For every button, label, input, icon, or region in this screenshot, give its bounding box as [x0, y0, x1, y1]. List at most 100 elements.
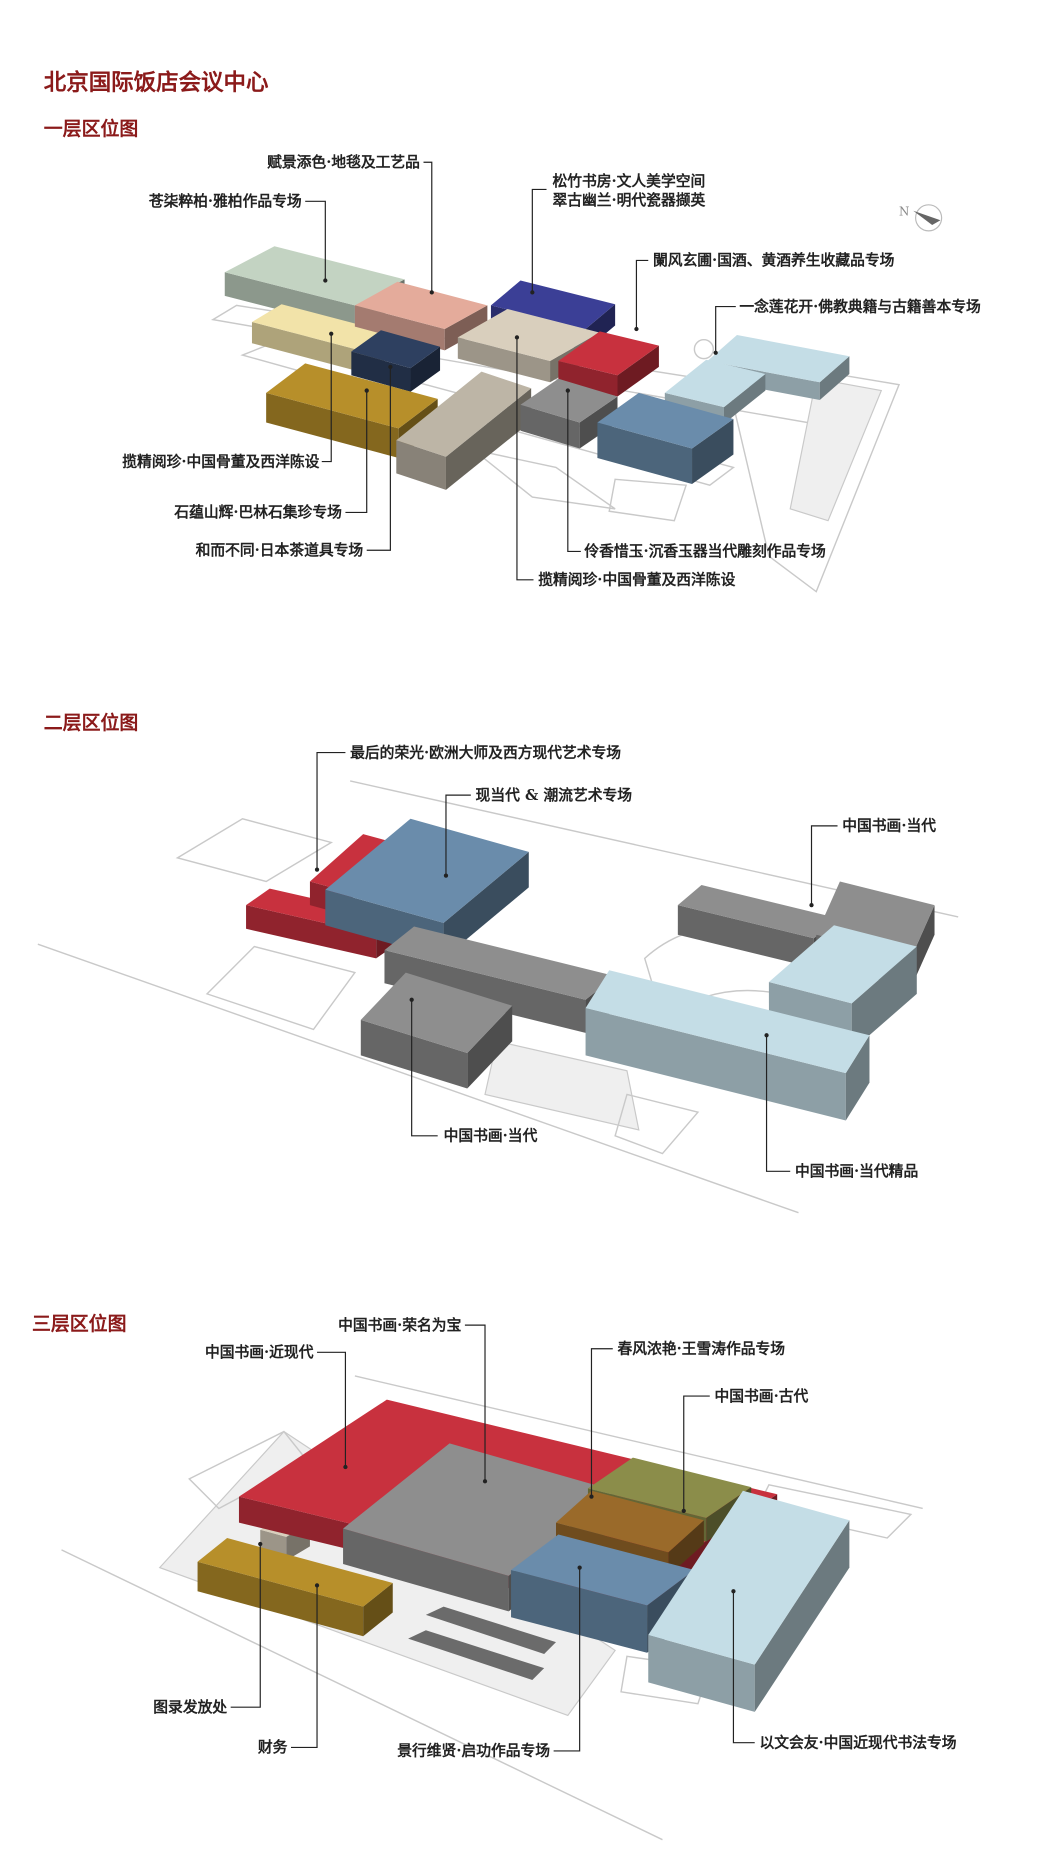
block-top-face	[197, 1538, 393, 1607]
block-top-face	[558, 331, 659, 376]
block-front-face	[384, 950, 586, 1033]
compass-label: N	[899, 204, 909, 218]
block-front-face	[585, 1008, 846, 1121]
floor2-labels: 最后的荣光·欧洲大师及西方现代艺术专场 现当代 & 潮流艺术专场 中国书画·当代…	[350, 743, 936, 1180]
floor3-blocks	[197, 1399, 850, 1712]
block-front-face	[677, 905, 814, 968]
zone-label: 中国书画·近现代	[205, 1343, 314, 1361]
block-top-face	[587, 1457, 752, 1518]
zone-label: 伶香惜玉·沉香玉器当代雕刻作品专场	[583, 542, 826, 560]
zone-label: 中国书画·荣名为宝	[338, 1316, 462, 1334]
zone-label: 苍柒粹柏·雅柏作品专场	[148, 192, 302, 210]
block-side-face	[668, 1520, 704, 1576]
block-side-face	[851, 946, 917, 1051]
block-top-face	[585, 970, 870, 1074]
block-side-face	[845, 1035, 870, 1121]
zone-label: 景行维贤·启功作品专场	[397, 1742, 550, 1760]
block-top-face	[309, 834, 390, 889]
block-side-face	[363, 1582, 393, 1637]
block-front-face	[224, 272, 355, 330]
floor1-labels: 赋景添色·地毯及工艺品 苍柒粹柏·雅柏作品专场 松竹书房·文人美学空间 翠古幽兰…	[122, 153, 981, 589]
zone-label: 中国书画·当代	[842, 817, 936, 835]
floor1-blocks	[224, 246, 850, 490]
block-front-face	[251, 321, 365, 373]
zone-label: 闌风玄圃·国酒、黄酒养生收藏品专场	[653, 251, 895, 269]
block-front-face	[343, 1528, 509, 1612]
zone-label: 翠古幽兰·明代瓷器撷英	[552, 191, 705, 209]
floor2-title: 二层区位图	[44, 711, 139, 734]
zone-label: 和而不同·日本茶道具专场	[196, 541, 364, 559]
zone-label: 以文会友·中国近现代书法专场	[759, 1733, 956, 1751]
floor2-blocks	[246, 818, 935, 1121]
block-front-face	[266, 392, 399, 458]
zone-label: 揽精阅珍·中国骨董及西洋陈设	[122, 452, 319, 470]
block-top-face	[384, 926, 616, 1000]
floor3-title: 三层区位图	[32, 1312, 127, 1335]
block-front-face	[597, 422, 693, 485]
block-side-face	[617, 345, 659, 397]
page-title: 北京国际饭店会议中心	[44, 69, 269, 96]
block-front-face	[351, 351, 411, 392]
block-side-face	[445, 388, 532, 490]
block-front-face	[558, 360, 618, 397]
block-top-face	[768, 925, 917, 1004]
block-side-face	[723, 374, 766, 424]
block-side-face	[410, 346, 441, 392]
zone-label: 中国书画·当代精品	[795, 1162, 918, 1180]
block-top-face	[251, 304, 394, 352]
block-front-face	[520, 404, 580, 449]
zone-label: 中国书画·当代	[444, 1127, 538, 1145]
block-top-face	[677, 885, 838, 939]
block-front-face	[457, 337, 551, 383]
zone-label: 揽精阅珍·中国骨董及西洋陈设	[538, 571, 735, 589]
block-top-face	[266, 363, 438, 429]
block-top-face	[325, 818, 529, 923]
floor2-leaders	[314, 751, 838, 1172]
block-front-face	[354, 305, 445, 351]
zone-label: 财务	[258, 1738, 288, 1756]
zone-label: 石蕴山辉·巴林石集珍专场	[173, 503, 342, 521]
block-side-face	[819, 356, 850, 401]
zone-label: 春风浓艳·王雪涛作品专场	[618, 1339, 786, 1357]
block-top-face	[343, 1443, 616, 1576]
block-top-face	[707, 334, 850, 383]
block-top-face	[648, 1490, 850, 1665]
block-top-face	[490, 280, 616, 330]
floor3-leaders	[230, 1324, 755, 1752]
zone-label: 中国书画·古代	[715, 1387, 809, 1405]
zone-label: 最后的荣光·欧洲大师及西方现代艺术专场	[350, 743, 621, 761]
floor2-plan-outline	[37, 780, 959, 1214]
floor3-labels: 中国书画·荣名为宝 中国书画·近现代 春风浓艳·王雪涛作品专场 中国书画·古代 …	[153, 1316, 957, 1760]
floor1-leaders	[305, 161, 736, 581]
block-top-face	[457, 308, 600, 361]
block-front-face	[246, 905, 377, 959]
block-side-face	[443, 851, 529, 959]
block-front-face	[197, 1561, 364, 1637]
block-side-face	[754, 1520, 850, 1712]
floor3-section: 三层区位图 中国书画·荣名为宝 中国书画·近现代 春风浓艳·王雪涛作品专场	[32, 1312, 957, 1841]
block-top-face	[360, 972, 513, 1054]
block-side-face	[692, 418, 734, 485]
block-top-face	[511, 1534, 695, 1606]
block-top-face	[664, 359, 766, 408]
block-top-face	[555, 1490, 704, 1553]
block-top-face	[520, 378, 618, 423]
north-arrow-icon: N	[899, 204, 943, 232]
block-side-face	[444, 305, 488, 351]
floor2-section: 二层区位图 最后的荣光·欧洲大师及西方现代艺术专场 现当代 & 潮流艺术专场 中…	[37, 711, 959, 1214]
zone-label: 现当代 & 潮流艺术专场	[476, 786, 633, 804]
block-top-face	[354, 281, 488, 330]
block-top-face	[597, 392, 734, 449]
block-top-face	[224, 246, 405, 306]
block-top-face	[351, 330, 441, 369]
zone-label: 松竹书房·文人美学空间	[552, 172, 705, 190]
block-top-face	[396, 371, 532, 457]
zone-label: 图录发放处	[153, 1698, 227, 1716]
floor1-section: 一层区位图 N 赋景添色·地毯	[44, 117, 981, 593]
block-front-face	[648, 1635, 755, 1712]
zone-label: 赋景添色·地毯及工艺品	[267, 153, 420, 171]
floor1-title: 一层区位图	[44, 117, 139, 140]
block-front-face	[360, 1019, 468, 1089]
zone-label: 一念莲花开·佛教典籍与古籍善本专场	[739, 297, 981, 315]
